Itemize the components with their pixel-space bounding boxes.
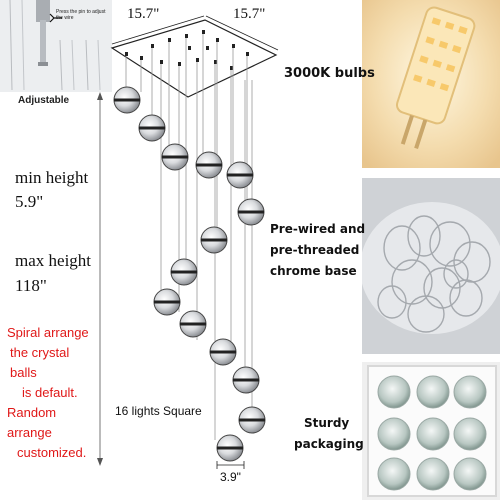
min-height-value: 5.9": [15, 192, 44, 211]
adjustable-hint: Press the pin to adjust the wire: [56, 9, 106, 21]
light-count-label: 16 lights Square: [115, 404, 202, 418]
chrome-base-photo: [362, 178, 500, 354]
arrangement-note-line: Spiral arrange: [7, 325, 89, 340]
width-b-label: 15.7": [233, 6, 266, 22]
canopy-outline: [110, 19, 278, 98]
max-height-value: 118": [15, 276, 47, 295]
chrome-base-graphic: [362, 178, 500, 354]
pendant-wires: [125, 34, 253, 440]
adjustable-caption: Adjustable: [18, 95, 70, 106]
bulb-graphic: [362, 0, 500, 168]
width-b-dimension-line: [205, 15, 279, 51]
adjustable-inset-photo: [0, 0, 112, 92]
packaging-graphic: [362, 362, 500, 500]
packaging-label-line2: packaging: [294, 437, 364, 451]
adjustable-inset-graphic: [0, 0, 112, 92]
max-height-label: max height: [15, 251, 92, 270]
arrangement-note-line: Random arrange: [7, 405, 57, 440]
arrangement-note-line: is default.: [22, 385, 78, 400]
arrangement-note-line: the crystal balls: [10, 345, 70, 380]
width-a-label: 15.7": [127, 6, 160, 22]
packaging-photo: [362, 362, 500, 500]
min-height-label: min height: [15, 168, 89, 187]
arrangement-note-line: customized.: [17, 445, 87, 460]
bulbs-label: 3000K bulbs: [284, 66, 375, 81]
arrangement-note: Spiral arrange the crystal balls is defa…: [7, 323, 99, 463]
base-label-line2: pre-threaded: [270, 243, 360, 257]
base-label-line1: Pre-wired and: [270, 222, 366, 236]
crystal-balls: [113, 86, 266, 462]
width-a-dimension-line: [111, 15, 205, 45]
packaging-label-line1: Sturdy: [304, 416, 350, 430]
bulb-photo: [362, 0, 500, 168]
base-label-line3: chrome base: [270, 264, 357, 278]
ball-diameter-label: 3.9": [220, 470, 241, 484]
